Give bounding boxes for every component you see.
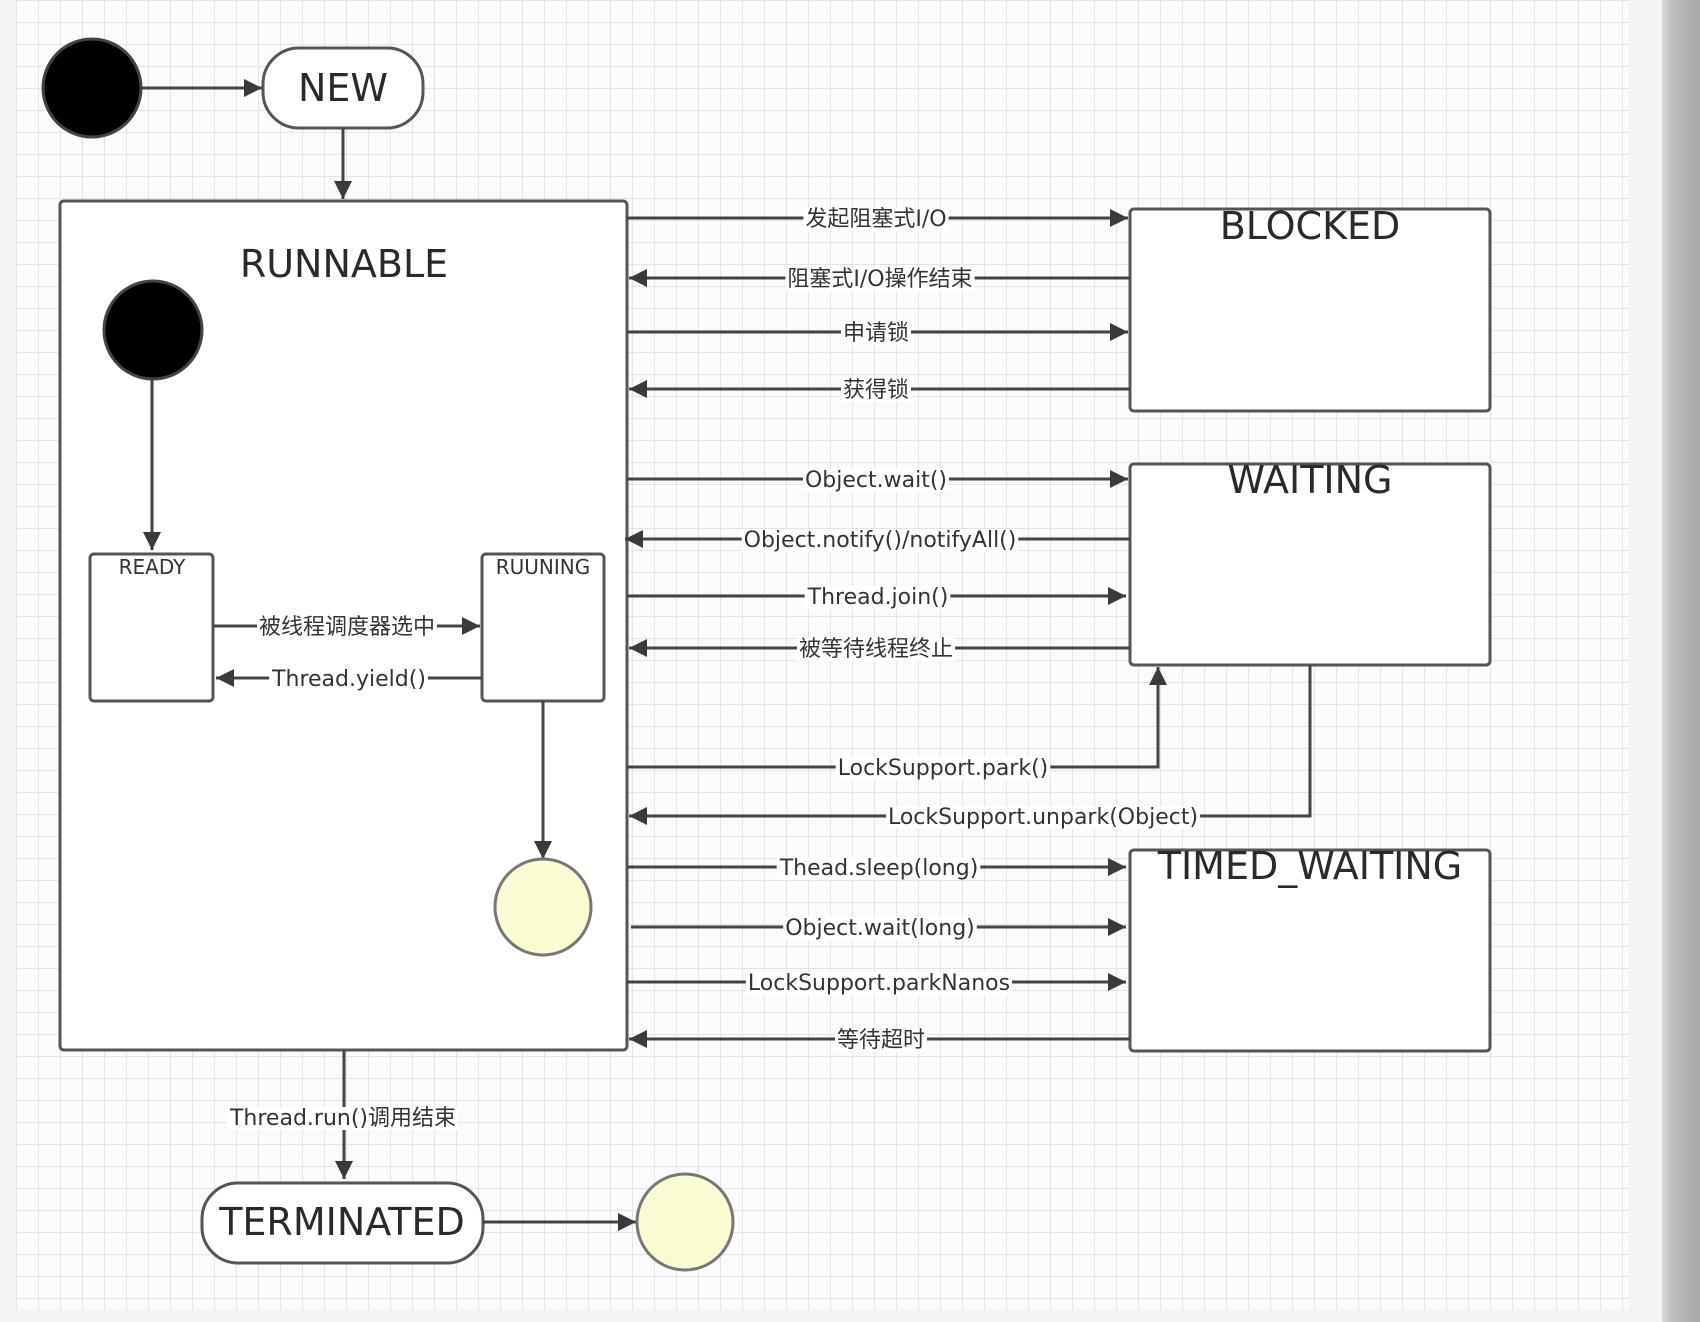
label-background [741,529,1019,552]
label-notify: Object.notify()/notifyAll() [744,528,1017,553]
label-background [776,857,981,880]
edge-park [627,667,1167,769]
label-park: LockSupport.park() [838,756,1049,781]
label-running-to-ready: Thread.yield() [271,667,426,692]
label-background [834,1029,928,1052]
label-background [226,1107,459,1130]
label-run-end: Thread.run()调用结束 [229,1106,456,1131]
label-background [803,208,949,231]
label-background [785,268,975,291]
state-runnable-label: RUNNABLE [240,242,448,286]
label-background [835,757,1051,780]
runnable-initial-state [102,279,204,381]
label-from-blocked-io: 阻塞式I/O操作结束 [787,267,972,292]
label-background [256,616,438,639]
label-to-blocked-io: 发起阻塞式I/O [805,207,946,232]
label-unpark: LockSupport.unpark(Object) [888,805,1198,830]
label-to-blocked-lock: 申请锁 [843,321,909,346]
initial-state [41,37,143,139]
label-background [840,322,912,345]
label-timeout: 等待超时 [837,1028,925,1053]
state-blocked [1128,207,1492,413]
runnable-final-state [493,857,593,957]
label-background [269,668,428,691]
state-timed-waiting-label: TIMED_WAITING [1157,844,1462,888]
label-from-blocked-lock: 获得锁 [843,378,909,403]
label-background [783,917,977,940]
state-terminated-label: TERMINATED [218,1200,465,1244]
window-edge [1662,0,1700,1322]
state-blocked-label: BLOCKED [1220,204,1401,248]
state-new-label: NEW [298,66,388,110]
state-running-label: RUUNING [496,555,591,579]
label-background [804,586,951,609]
label-background [802,469,950,492]
final-state [635,1172,735,1272]
label-background [885,806,1201,829]
label-ready-to-running: 被线程调度器选中 [259,615,435,640]
state-ready-label: READY [119,555,187,579]
state-timed-waiting [1128,848,1492,1053]
label-background [745,972,1013,995]
label-park-nanos: LockSupport.parkNanos [748,971,1010,996]
label-background [840,379,912,402]
label-join: Thread.join() [807,585,949,610]
label-wait: Object.wait() [805,468,947,493]
label-wait-long: Object.wait(long) [785,916,975,941]
state-waiting-label: WAITING [1228,458,1393,502]
label-background [796,638,956,661]
label-join-end: 被等待线程终止 [799,637,953,662]
edge-unpark [629,665,1312,825]
label-sleep: Thead.sleep(long) [779,856,979,881]
